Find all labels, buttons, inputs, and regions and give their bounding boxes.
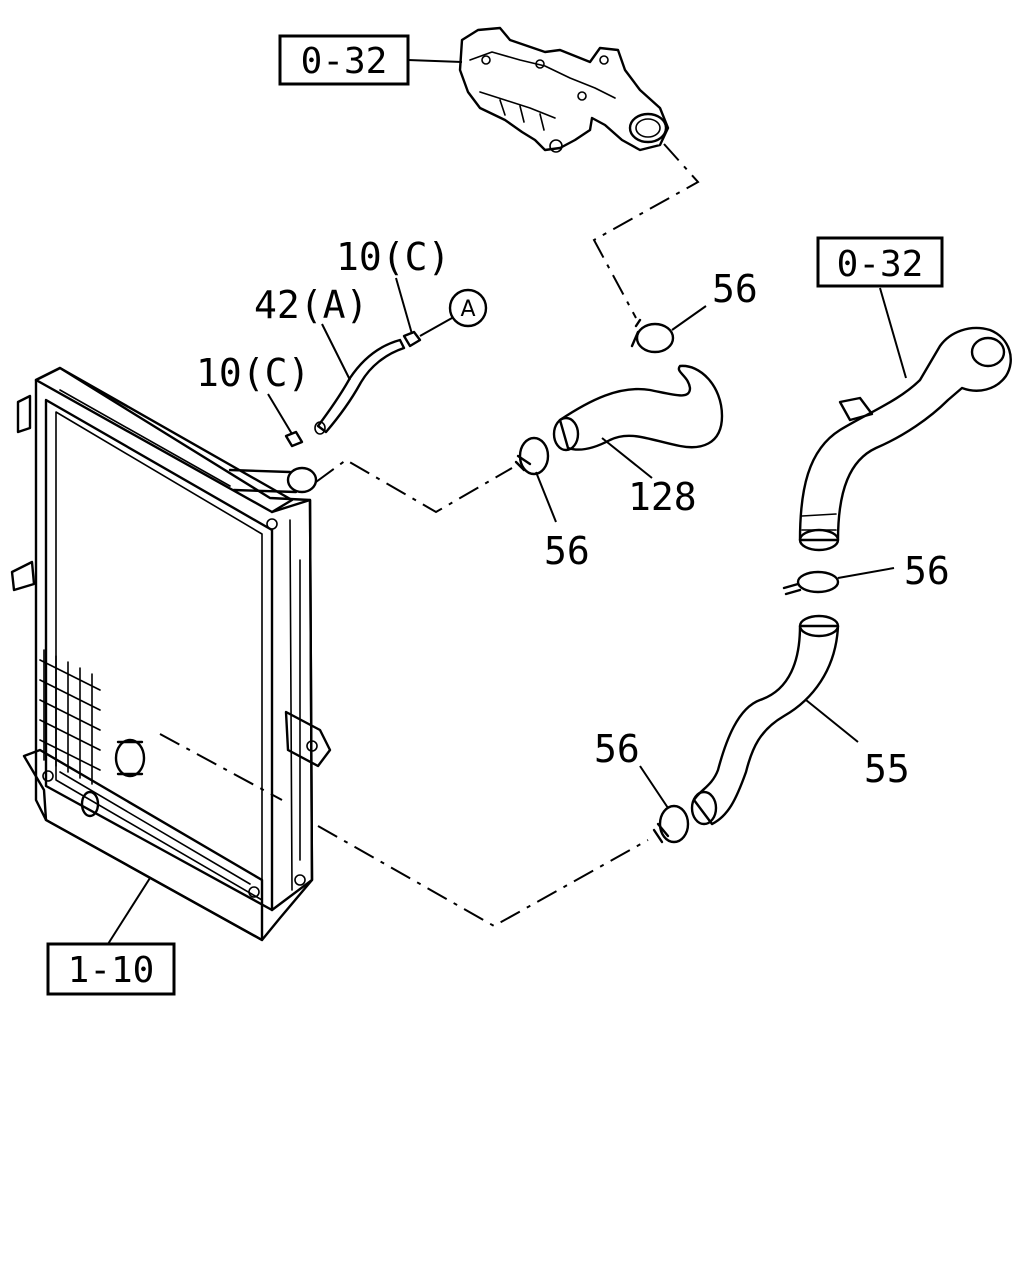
hose-clamp-mid — [514, 436, 550, 476]
circle-a-text: A — [460, 297, 475, 322]
leader-42a — [321, 323, 351, 381]
leader-10c-upper — [395, 277, 413, 335]
water-pipe — [798, 326, 1012, 552]
leader-circle-a — [419, 317, 453, 337]
ref-label-0-32-right: 0-32 — [837, 244, 924, 285]
hose-clamp-right — [782, 570, 840, 596]
bolt-upper — [402, 330, 422, 348]
circle-a-marker — [448, 288, 488, 328]
leader-1-10 — [107, 877, 151, 945]
hose-clamp-top — [630, 318, 675, 354]
label-56-top: 56 — [712, 267, 758, 311]
leader-56-bottom — [639, 765, 669, 809]
radiator-assembly — [10, 366, 332, 942]
label-56-right: 56 — [904, 549, 950, 593]
leader-0-32-top — [407, 59, 463, 63]
link-line-top — [592, 143, 700, 319]
link-line-mid — [315, 458, 513, 514]
ref-box-0-32-right — [816, 236, 944, 288]
label-56-mid: 56 — [544, 529, 590, 573]
bolt-lower — [284, 430, 304, 448]
ref-box-0-32-top — [278, 34, 410, 86]
label-56-bottom: 56 — [594, 727, 640, 771]
ref-label-0-32-top: 0-32 — [301, 41, 388, 82]
leader-55 — [805, 699, 859, 743]
leader-56-top — [671, 305, 707, 331]
overflow-hose — [314, 338, 406, 435]
thermostat-housing — [458, 26, 670, 153]
upper-radiator-hose — [552, 364, 724, 452]
label-55: 55 — [864, 747, 910, 791]
leader-56-right — [837, 567, 895, 579]
leader-10c-lower — [267, 393, 293, 435]
ref-label-1-10: 1-10 — [68, 950, 155, 991]
leader-0-32-right — [879, 287, 907, 379]
label-10c-upper: 10(C) — [336, 235, 450, 279]
ref-box-1-10 — [46, 942, 176, 996]
lower-radiator-hose — [690, 614, 840, 826]
label-10c-lower: 10(C) — [196, 351, 310, 395]
hose-clamp-bottom — [652, 804, 690, 844]
label-128: 128 — [628, 475, 697, 519]
leader-128 — [601, 437, 653, 479]
leader-56-mid — [535, 471, 557, 523]
label-42a: 42(A) — [254, 283, 368, 327]
link-line-bottom — [159, 733, 649, 928]
